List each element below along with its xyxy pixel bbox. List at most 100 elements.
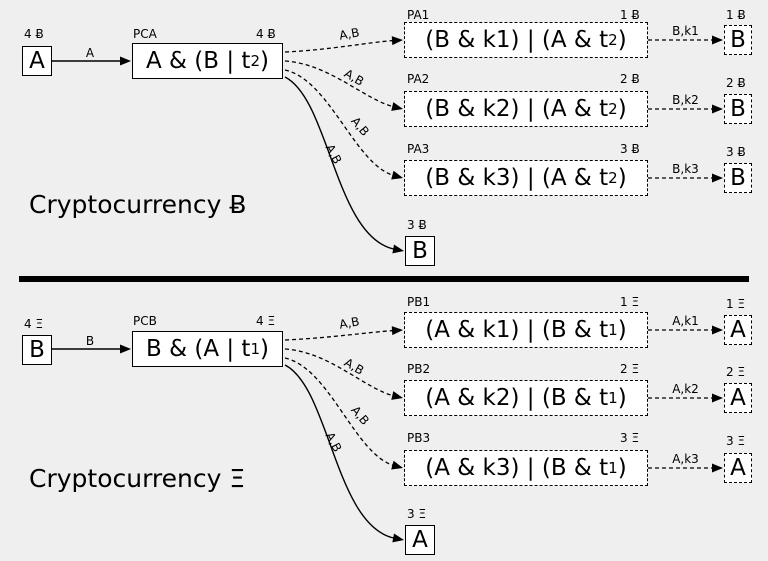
arrowhead: [391, 326, 403, 336]
branch-recipient-box: B: [724, 163, 752, 193]
branch-recipient-amount: 1 Ƀ: [726, 8, 746, 22]
edge-label: B,k3: [672, 162, 699, 176]
branch-recipient-box: A: [724, 315, 752, 345]
branch-recipient-amount: 3 Ƀ: [726, 145, 746, 159]
branch-recipient-label: B: [730, 27, 746, 53]
branch-contract-amount: 3 Ξ: [620, 431, 640, 445]
currency-label: Cryptocurrency Ƀ: [29, 190, 247, 219]
branch-recipient-label: B: [730, 165, 746, 191]
branch-contract-expr: (B & k2) | (A & t: [425, 96, 609, 122]
branch-recipient-amount: 2 Ξ: [726, 365, 746, 379]
edge-label: B,k2: [672, 93, 699, 107]
branch-edge: [284, 357, 395, 467]
branch-recipient-label: A: [730, 385, 746, 411]
branch-recipient-box: A: [724, 453, 752, 483]
edge-label: B: [86, 334, 94, 348]
branch-contract-expr: (A & k3) | (B & t: [425, 455, 609, 481]
main-contract-amount: 4 Ƀ: [256, 27, 276, 41]
edge-label: B,k1: [672, 24, 699, 38]
direct-recipient-box: B: [405, 236, 435, 266]
branch-timelock-index: 1: [608, 389, 618, 407]
direct-recipient-box: A: [405, 525, 435, 555]
branch-contract-amount: 1 Ξ: [620, 295, 640, 309]
branch-contract-expr-close: ): [617, 27, 627, 53]
branch-recipient-box: B: [724, 94, 752, 124]
sender-party-label: A: [29, 48, 45, 74]
edge-label: A,B: [348, 114, 372, 139]
direct-recipient-label: A: [412, 527, 428, 553]
main-contract-expr: B & (A | t: [146, 336, 251, 362]
branch-recipient-box: A: [724, 383, 752, 413]
edge-label: A,B: [342, 355, 367, 377]
edge-label: A,B: [348, 403, 372, 428]
branch-edge: [284, 69, 395, 177]
branch-timelock-index: 2: [608, 100, 618, 118]
arrowhead: [712, 325, 723, 335]
branch-recipient-label: A: [730, 455, 746, 481]
branch-contract-id: PB1: [407, 295, 431, 309]
branch-contract-id: PB3: [407, 431, 431, 445]
edge-label: A,B: [338, 25, 360, 42]
main-contract-expr-close: ): [260, 336, 269, 362]
edge-label: A: [86, 46, 95, 60]
direct-recipient-amount: 3 Ƀ: [407, 218, 427, 232]
direct-edge: [284, 76, 396, 251]
edge-label: A,k1: [672, 314, 699, 328]
sender-party-box: B: [22, 335, 52, 365]
branch-contract-id: PA2: [407, 72, 430, 86]
direct-edge: [284, 364, 396, 540]
branch-recipient-amount: 1 Ξ: [726, 297, 746, 311]
branch-recipient-amount: 2 Ƀ: [726, 76, 746, 90]
arrowhead: [120, 344, 131, 354]
branch-contract-expr-close: ): [617, 96, 627, 122]
branch-timelock-index: 1: [608, 321, 618, 339]
branch-edge: [284, 329, 395, 341]
currency-label: Cryptocurrency Ξ: [29, 464, 246, 493]
arrowhead: [391, 36, 403, 46]
edge-label: A,B: [338, 314, 360, 331]
branch-contract-expr-close: ): [617, 317, 627, 343]
branch-contract-amount: 2 Ξ: [620, 362, 640, 376]
arrowhead: [120, 56, 131, 66]
arrowhead: [712, 393, 723, 403]
branch-recipient-amount: 3 Ξ: [726, 434, 746, 448]
branch-contract-expr-close: ): [617, 385, 627, 411]
direct-recipient-amount: 3 Ξ: [407, 507, 427, 521]
arrowhead: [391, 391, 403, 400]
branch-contract-id: PB2: [407, 362, 431, 376]
branch-contract-amount: 3 Ƀ: [620, 142, 640, 156]
sender-amount: 4 Ξ: [24, 317, 44, 331]
arrowhead: [712, 104, 723, 114]
branch-contract-expr: (A & k1) | (B & t: [425, 317, 609, 343]
branch-timelock-index: 2: [608, 31, 618, 49]
branch-contract-amount: 1 Ƀ: [620, 8, 640, 22]
branch-contract-expr-close: ): [617, 455, 627, 481]
branch-recipient-label: B: [730, 96, 746, 122]
sender-party-box: A: [22, 46, 52, 76]
branch-timelock-index: 2: [608, 169, 618, 187]
main-contract-id: PCB: [133, 314, 157, 328]
sender-amount: 4 Ƀ: [24, 27, 44, 41]
branch-contract-id: PA1: [407, 8, 430, 22]
arrowhead: [391, 102, 403, 111]
branch-recipient-box: B: [724, 25, 752, 55]
branch-contract-expr: (B & k1) | (A & t: [425, 27, 609, 53]
main-contract-expr-close: ): [260, 48, 269, 74]
branch-timelock-index: 1: [608, 459, 618, 477]
edge-label: A,k3: [672, 452, 699, 466]
branch-edge: [284, 60, 395, 108]
branch-recipient-label: A: [730, 317, 746, 343]
arrowhead: [712, 463, 723, 473]
branch-contract-amount: 2 Ƀ: [620, 72, 640, 86]
arrowhead: [712, 173, 723, 183]
